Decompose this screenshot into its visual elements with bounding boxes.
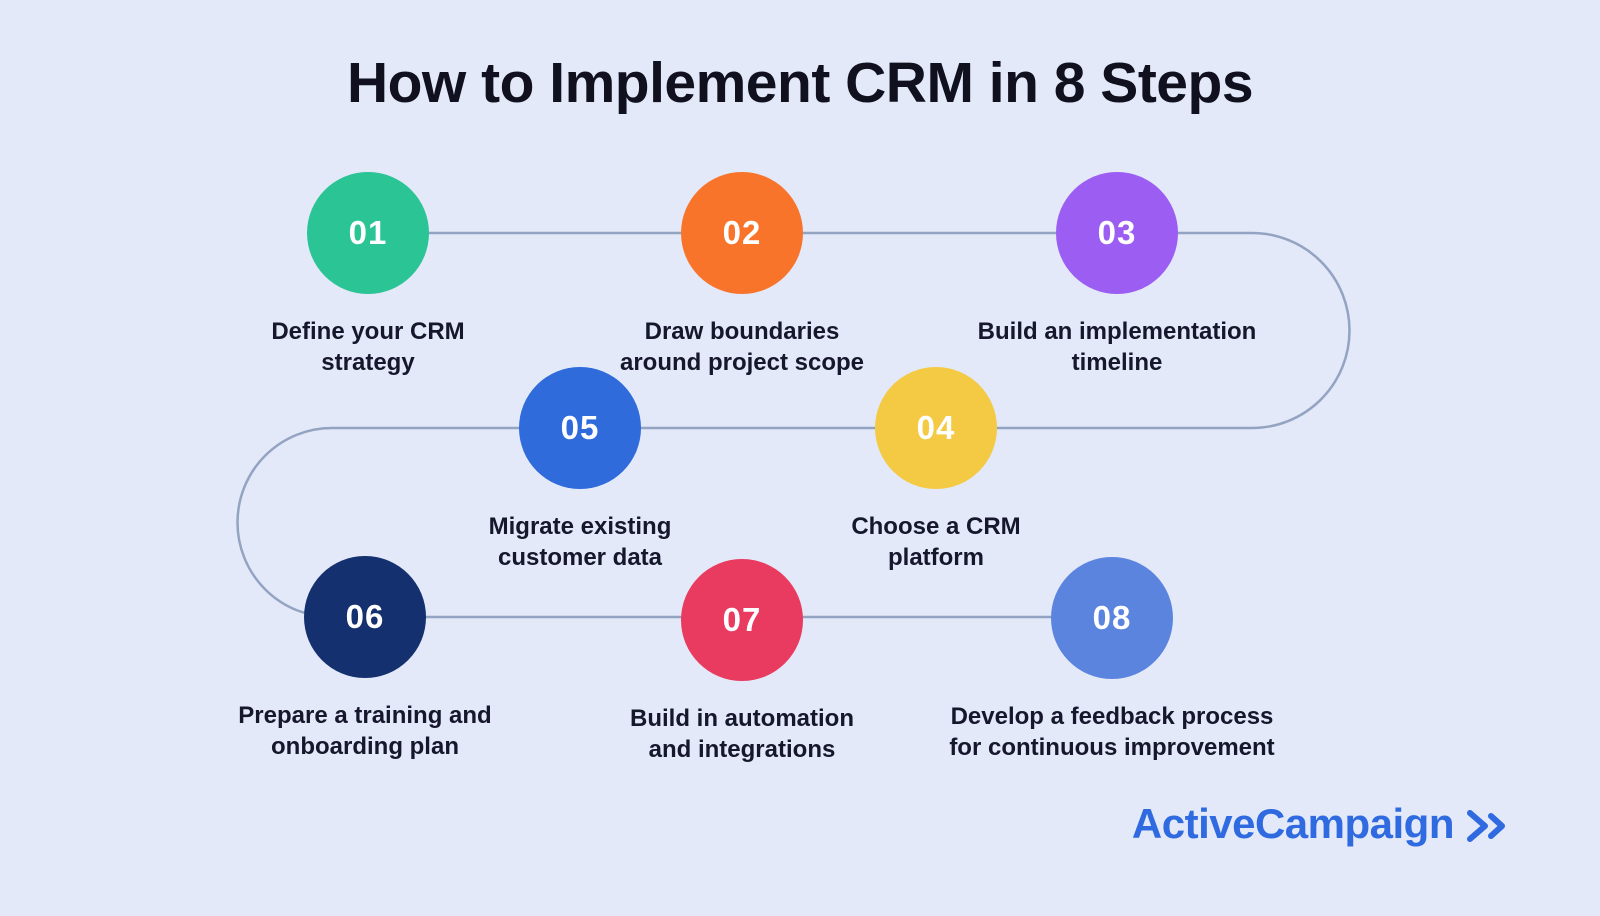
step-02-label: Draw boundaries around project scope <box>619 318 865 376</box>
step-06: 06 Prepare a training and onboarding pla… <box>175 556 555 762</box>
step-07-number: 07 <box>722 601 762 638</box>
step-06-number: 06 <box>345 598 385 635</box>
step-01-circle: 01 <box>307 172 429 294</box>
step-05-label: Migrate existing customer data <box>488 513 672 571</box>
step-05-number: 05 <box>560 409 600 446</box>
step-02: 02 Draw boundaries around project scope <box>552 172 932 378</box>
step-06-label: Prepare a training and onboarding plan <box>238 702 492 760</box>
brand-logo: ActiveCampaign <box>1132 800 1508 848</box>
step-05: 05 Migrate existing customer data <box>390 367 770 573</box>
step-08-number: 08 <box>1092 599 1132 636</box>
step-04-circle: 04 <box>875 367 997 489</box>
step-02-number: 02 <box>722 214 762 251</box>
step-03-label: Build an implementation timeline <box>977 318 1257 376</box>
step-03: 03 Build an implementation timeline <box>927 172 1307 378</box>
step-08-circle: 08 <box>1051 557 1173 679</box>
step-01-label: Define your CRM strategy <box>271 318 465 376</box>
step-07-label: Build in automation and integrations <box>630 705 854 763</box>
flow-connector-path <box>236 231 1351 619</box>
step-02-circle: 02 <box>681 172 803 294</box>
step-07: 07 Build in automation and integrations <box>552 559 932 765</box>
step-04: 04 Choose a CRM platform <box>746 367 1126 573</box>
page-title: How to Implement CRM in 8 Steps <box>346 51 1254 115</box>
step-04-label: Choose a CRM platform <box>851 513 1021 571</box>
step-04-number: 04 <box>916 409 956 446</box>
step-07-circle: 07 <box>681 559 803 681</box>
step-01-number: 01 <box>348 214 388 251</box>
step-08: 08 Develop a feedback process for contin… <box>922 557 1302 763</box>
step-01: 01 Define your CRM strategy <box>178 172 558 378</box>
brand-arrow-icon <box>1467 810 1505 842</box>
step-03-number: 03 <box>1097 214 1137 251</box>
step-06-circle: 06 <box>304 556 426 678</box>
step-08-label: Develop a feedback process for continuou… <box>949 703 1275 761</box>
brand-name: ActiveCampaign <box>1131 800 1455 847</box>
step-03-circle: 03 <box>1056 172 1178 294</box>
step-05-circle: 05 <box>519 367 641 489</box>
